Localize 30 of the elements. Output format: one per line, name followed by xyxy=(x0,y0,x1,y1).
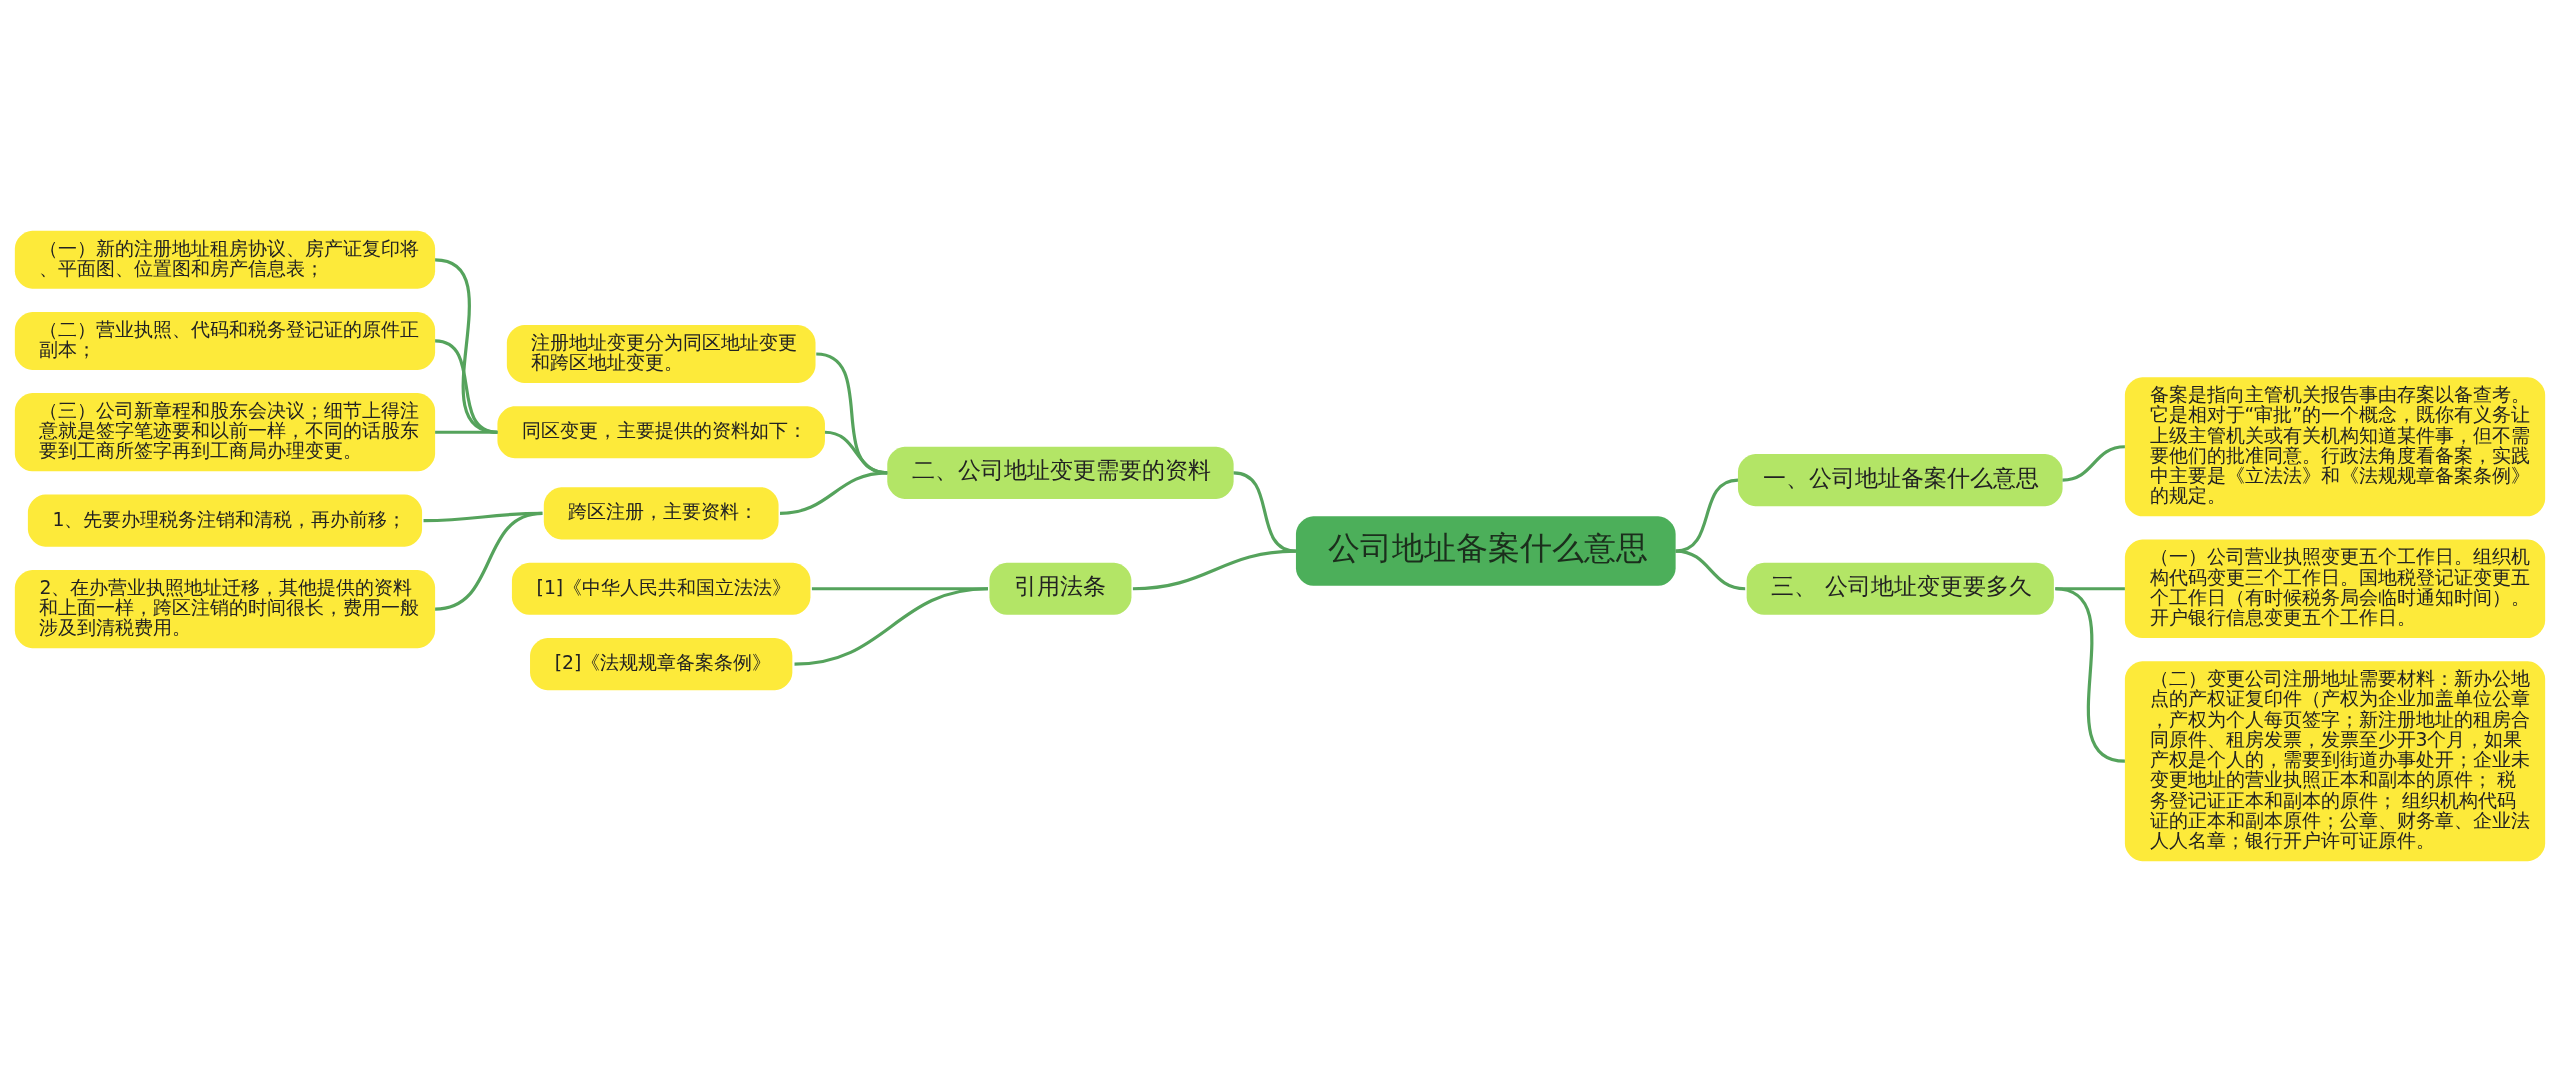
node-box: 引用法条 xyxy=(989,562,1132,615)
node-box: 公司地址备案什么意思 xyxy=(1295,516,1676,586)
node-box: 备案是指向主管机关报告事由存案以备查考。它是相对于“审批”的一个概念，既你有义务让上级主管机关或有关机构知道某件事，但不需要他们的批准同意。行政法角度看备案，实践中主要是《立法法》和《法规规章备案条例》的规定。 xyxy=(2124,377,2546,517)
connector xyxy=(434,339,498,434)
connector xyxy=(435,430,498,434)
node-box: （二）营业执照、代码和税务登记证的原件正副本； xyxy=(14,311,436,370)
node-box: 注册地址变更分为同区地址变更和跨区地址变更。 xyxy=(506,325,816,383)
connector xyxy=(434,511,543,611)
connector xyxy=(1233,471,1297,553)
connector xyxy=(1675,549,1746,591)
node-box: [1]《中华人民共和国立法法》 xyxy=(511,562,811,615)
connector xyxy=(2062,445,2126,482)
node-box: （二）变更公司注册地址需要材料：新办公地点的产权证复印件（产权为企业加盖单位公章，产权为个人每页签字；新注册地址的租房合同原件、租房发票，发票至少开3个月，如果产权是个人的，需要到街道办事处开；企业未变更地址的营业执照正本和副本的原件； 税务登记证正本和副本的原件； 组织机构代码证的正本和副本原件；公章、财务章、企业法人人名章；银行开户许可证原件。 xyxy=(2124,661,2546,862)
node-box: （三）公司新章程和股东会决议；细节上得注意就是签字笔迹要和以前一样，不同的话股东要到工商所签字再到工商局办理变更。 xyxy=(14,393,436,472)
node-box: 三、 公司地址变更要多久 xyxy=(1746,562,2054,615)
connector xyxy=(434,258,498,434)
connector xyxy=(1675,478,1739,553)
connector xyxy=(2055,587,2126,763)
node-box: （一）公司营业执照变更五个工作日。组织机构代码变更三个工作日。国地税登记证变更五个工作日（有时候税务局会临时通知时间）。开户银行信息变更五个工作日。 xyxy=(2124,539,2546,638)
connector xyxy=(794,587,989,666)
node-box: 二、公司地址变更需要的资料 xyxy=(887,446,1234,499)
node-box: [2]《法规规章备案条例》 xyxy=(530,638,793,691)
connector xyxy=(779,471,888,515)
node-box: 一、公司地址备案什么意思 xyxy=(1737,454,2063,507)
node-box: 跨区注册，主要资料： xyxy=(543,487,779,540)
node-box: （一）新的注册地址租房协议、房产证复印将、平面图、位置图和房产信息表； xyxy=(14,230,436,289)
node-box: 2、在办营业执照地址迁移，其他提供的资料和上面一样，跨区注销的时间很长，费用一般涉及到清税费用。 xyxy=(14,569,436,649)
node-box: 同区变更，主要提供的资料如下： xyxy=(497,406,825,459)
connector xyxy=(1132,549,1296,591)
node-box: 1、先要办理税务注销和清税，再办前移； xyxy=(27,494,423,547)
